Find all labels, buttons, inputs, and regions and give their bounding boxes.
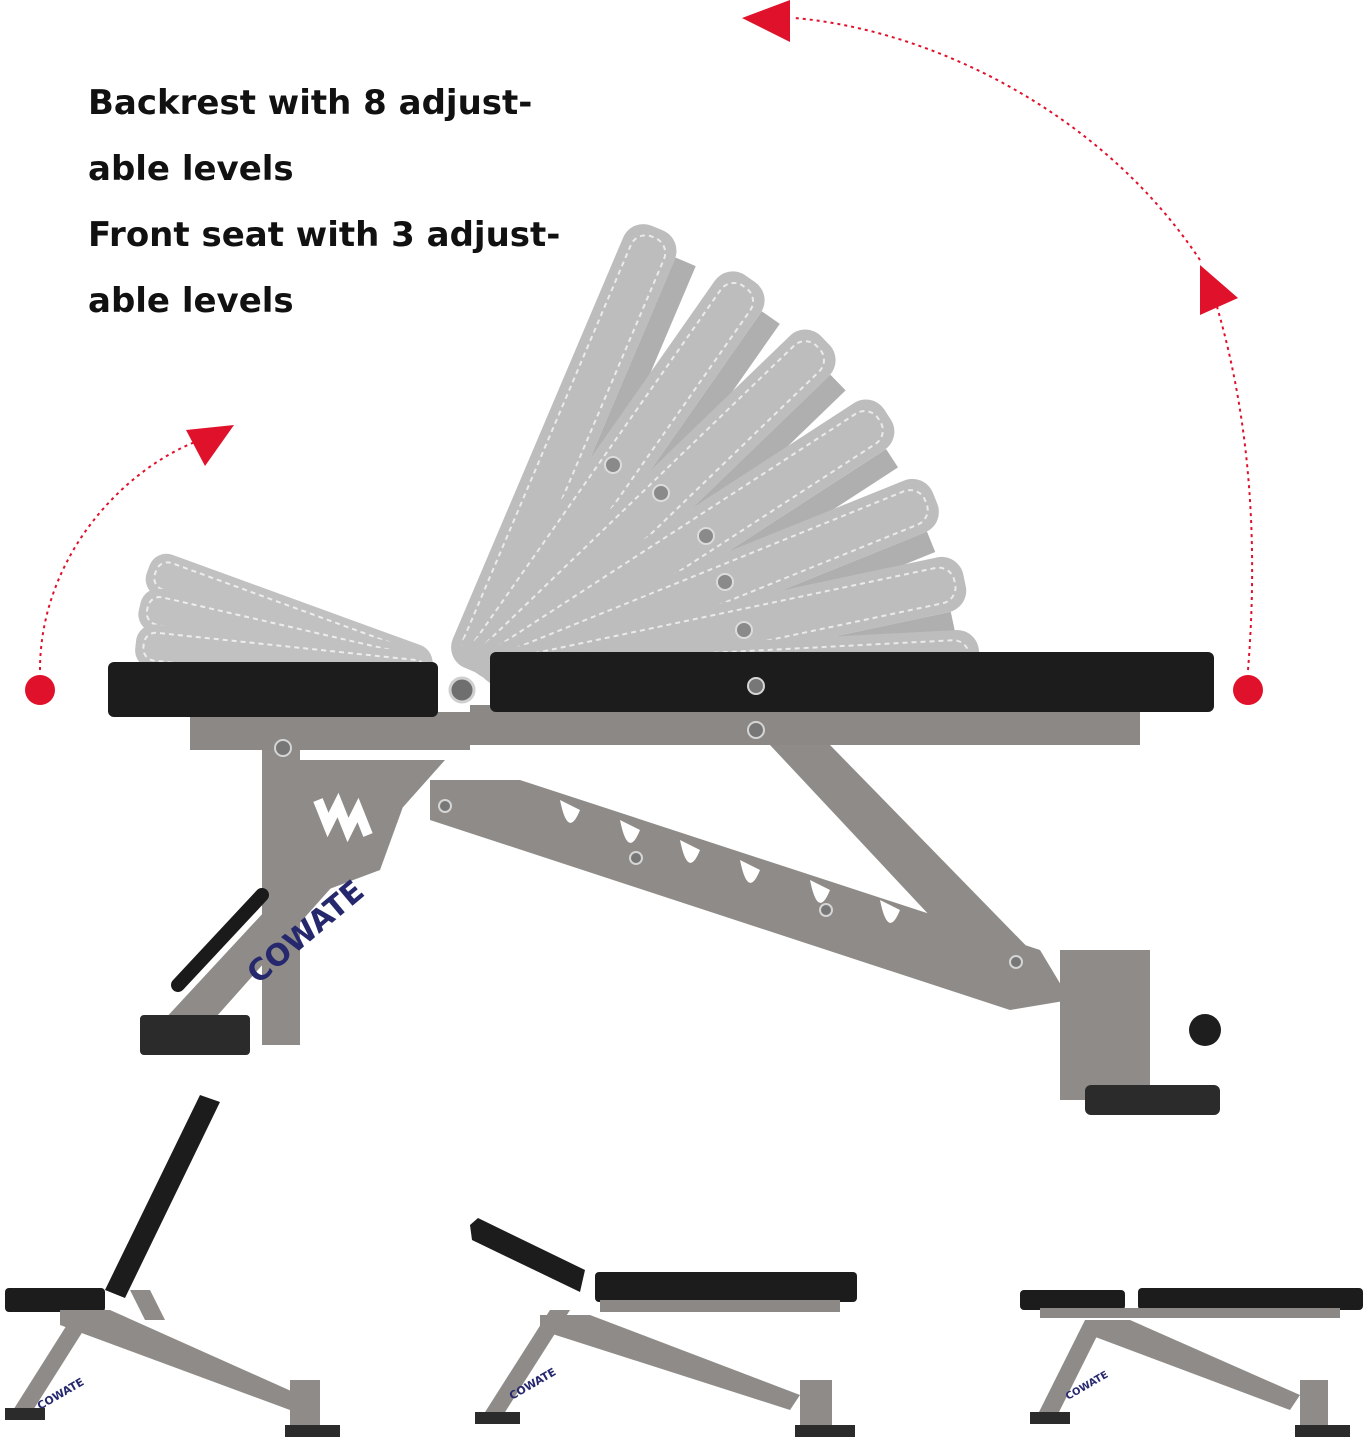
feature-caption: Backrest with 8 adjust- able levels Fron… [88,70,608,334]
rear-foot [1085,1085,1220,1115]
thumb1-strut [130,1290,165,1320]
backrest-arc-upper [794,17,1201,261]
thumbnail-flat: COWATE [1020,1288,1363,1437]
frame-bolts [274,677,1023,969]
thumb3-backrest [1138,1288,1363,1310]
caption-line-1: Backrest with 8 adjust- [88,83,533,123]
seat-adjuster-plate [300,760,420,900]
seat-notches [313,792,373,843]
thumb2-backrest [470,1218,585,1292]
thumbnail-decline: COWATE [470,1218,857,1437]
backrest-arrow-head-mid [1200,265,1238,315]
ghost-bolts [604,456,753,639]
seat-arrow-head [186,425,234,466]
caption-line-2: able levels [88,149,294,189]
thumb3-rear-post [1300,1380,1328,1430]
main-bench: COWATE [108,652,1221,1115]
thumb2-beam [540,1315,800,1410]
seat-arrow-origin [25,675,55,705]
thumb1-seat [5,1288,105,1312]
thumb1-beam [60,1310,300,1410]
thumb2-frontleg [480,1310,570,1420]
thumb1-front-foot [5,1408,45,1420]
seat-arc [39,439,201,671]
rear-wheel [1189,1014,1221,1046]
thumb3-seat [1020,1290,1125,1310]
ladder-notches [560,800,900,923]
seat-rail [190,712,470,750]
thumb3-rail [1040,1308,1340,1318]
rear-post [1060,950,1150,1100]
front-foot [140,1015,250,1055]
backrest-pad [490,652,1214,712]
backrest-arrow-head-top [742,0,790,42]
seat-pad [108,662,438,717]
thumb2-seat [595,1272,857,1302]
thumb3-beam [1090,1320,1300,1410]
rear-strut [770,745,1040,980]
ladder-beam [430,780,1070,1010]
thumb3-front-foot [1030,1412,1070,1424]
thumb1-backrest [105,1095,220,1298]
thumb1-rear-post [290,1380,320,1430]
thumb2-rear-foot [795,1425,855,1437]
caption-line-4: able levels [88,281,294,321]
backrest-arc-lower [1214,299,1254,671]
caption-line-3: Front seat with 3 adjust- [88,215,561,255]
hinge-bolt [448,676,476,704]
thumb3-frontleg [1035,1320,1105,1420]
adjustment-arrows [25,0,1263,705]
thumb2-front-foot [475,1412,520,1424]
thumb1-rear-foot [285,1425,340,1437]
adjust-handle [171,888,269,992]
backrest-arrow-origin [1233,675,1263,705]
thumb3-rear-foot [1295,1425,1350,1437]
thumb2-rail [600,1300,840,1312]
thumb2-rear-post [800,1380,832,1430]
thumbnail-incline: COWATE [5,1095,340,1437]
thumb1-frontleg [10,1320,90,1415]
